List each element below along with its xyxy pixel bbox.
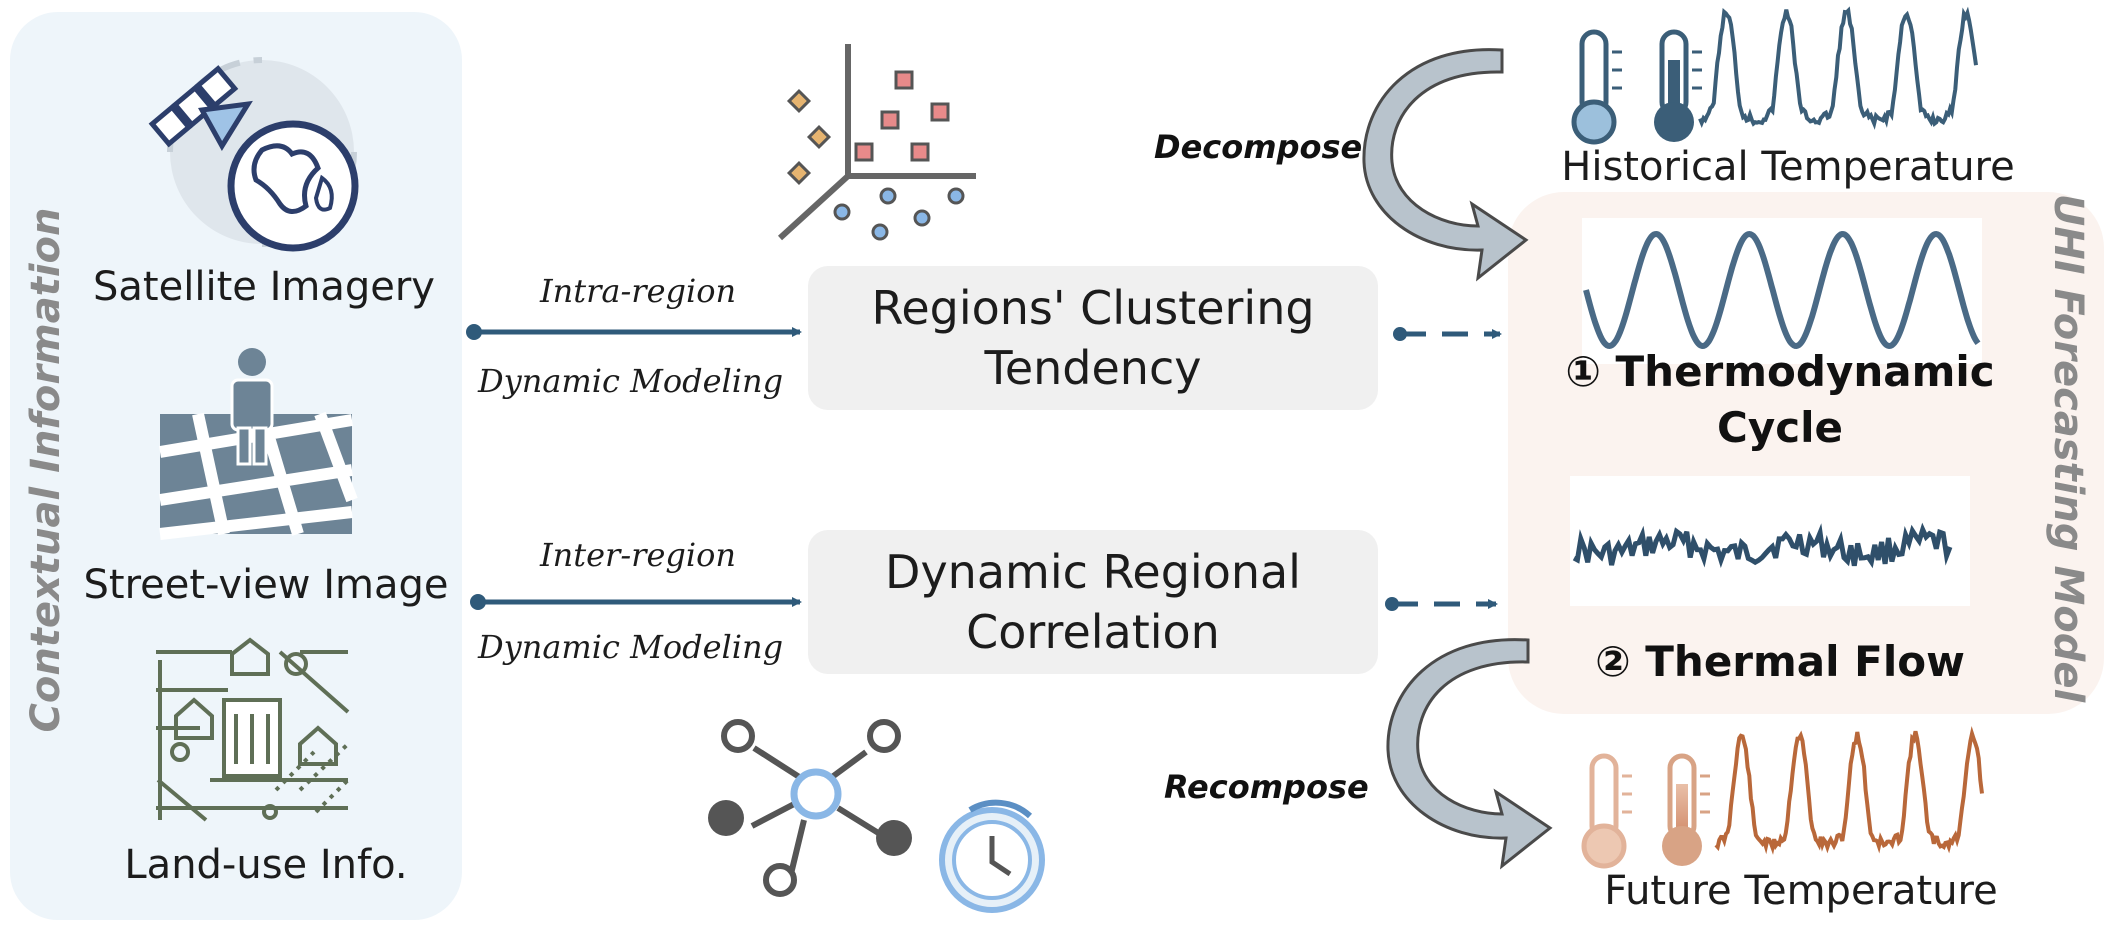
thermodynamic-cycle-line2: Cycle: [1717, 403, 1843, 452]
decompose-label: Decompose: [1154, 128, 1363, 166]
clustering-box: [808, 266, 1378, 410]
inter-region-arrow-tail: [470, 594, 486, 610]
scatter-plot-icon: [777, 44, 976, 241]
recompose-arrow: [1386, 638, 1553, 870]
clustering-box-text: Regions' Clustering Tendency: [808, 278, 1378, 398]
intra-region-label: Intra-region: [540, 272, 737, 310]
thermal-flow-label: ② Thermal Flow: [1595, 637, 1965, 686]
clustering-to-model-arrow-tail: [1393, 327, 1407, 341]
clustering-line1: Regions' Clustering: [871, 281, 1315, 335]
land-use-info-label: Land-use Info.: [124, 842, 408, 888]
future-temperature-line: [1714, 725, 1984, 855]
thermometer-icon: [1654, 29, 1702, 142]
clock-icon: [939, 799, 1045, 913]
correlation-line1: Dynamic Regional: [885, 545, 1301, 599]
inter-region-label: Inter-region: [540, 536, 736, 574]
correlation-box-text: Dynamic Regional Correlation: [808, 542, 1378, 662]
inter-dynamic-modeling-label: Dynamic Modeling: [478, 628, 784, 666]
thermometer-icon: [1581, 753, 1632, 869]
historical-temperature-line: [1698, 6, 1978, 130]
satellite-earth-icon: [148, 57, 359, 252]
future-temperature-label: Future Temperature: [1604, 868, 1998, 914]
thermal-flow-line: [1572, 522, 1953, 569]
person-street-map-icon: [159, 348, 358, 540]
graph-network-icon: [708, 719, 912, 897]
correlation-line2: Correlation: [966, 605, 1220, 659]
correlation-box: [808, 530, 1378, 674]
intra-region-arrow-tail: [466, 324, 482, 340]
decompose-arrow: [1362, 48, 1529, 282]
historical-temperature-label: Historical Temperature: [1561, 144, 2015, 190]
thermodynamic-cycle-line1: ① Thermodynamic: [1565, 347, 1995, 396]
thermo-cycle-card: [1582, 218, 1982, 364]
recompose-label: Recompose: [1164, 768, 1369, 806]
thermometer-icon: [1662, 753, 1710, 866]
uhi-forecasting-model-label: UHI Forecasting Model: [2045, 193, 2091, 703]
street-view-image-label: Street-view Image: [83, 562, 449, 608]
satellite-imagery-label: Satellite Imagery: [93, 264, 435, 310]
thermodynamic-cycle-label: ① Thermodynamic Cycle: [1540, 344, 2020, 456]
thermodynamic-cycle-wave: [1583, 230, 1981, 350]
thermometer-icon: [1571, 29, 1622, 145]
land-use-map-icon: [156, 637, 350, 822]
intra-dynamic-modeling-label: Dynamic Modeling: [478, 362, 784, 400]
clustering-line2: Tendency: [984, 341, 1202, 395]
contextual-information-label: Contextual Information: [23, 207, 69, 733]
correlation-to-model-arrow-tail: [1385, 597, 1399, 611]
